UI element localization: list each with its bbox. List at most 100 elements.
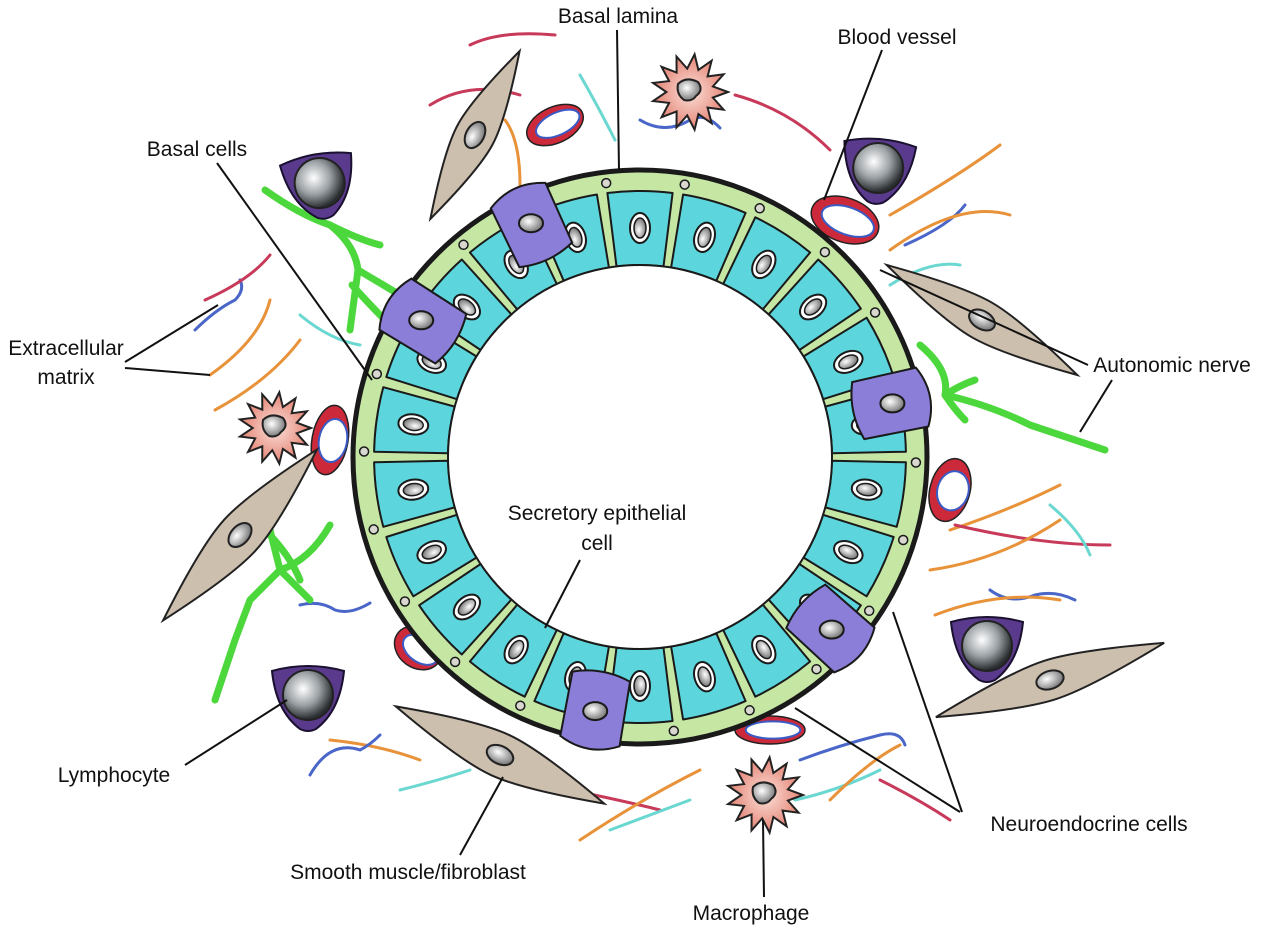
leader-neuroendocrine-b bbox=[794, 707, 961, 813]
ecm-fiber-16 bbox=[953, 523, 1112, 547]
neuroendocrine-cell-nucleus bbox=[408, 310, 435, 331]
ecm-fiber-31 bbox=[878, 778, 952, 822]
basal-cell-nucleus-3 bbox=[811, 663, 822, 675]
leader-lines bbox=[124, 29, 1113, 898]
basal-cell-nucleus-7 bbox=[515, 700, 526, 711]
basal-cell-nucleus-20 bbox=[869, 307, 881, 318]
basal-cell-nucleus-9 bbox=[399, 596, 411, 607]
ecm-fiber-8 bbox=[888, 262, 962, 287]
basal-cell-nucleus-8 bbox=[449, 656, 461, 668]
label-blood-vessel: Blood vessel bbox=[837, 26, 956, 49]
leader-basal-lamina bbox=[616, 29, 620, 171]
ecm-fiber-18 bbox=[928, 518, 1062, 572]
ecm-fiber-13 bbox=[208, 298, 272, 377]
secretory-cell-nucleus bbox=[755, 639, 772, 660]
lymphocyte-nucleus bbox=[852, 142, 905, 195]
fibroblast-nucleus bbox=[463, 120, 487, 150]
lymphocyte-1 bbox=[843, 137, 918, 205]
ecm-fiber-24 bbox=[398, 768, 472, 792]
lymphocytes bbox=[270, 137, 1025, 732]
lymphocyte-2 bbox=[949, 616, 1025, 683]
nerve-segment-6 bbox=[941, 391, 969, 424]
basal-cell-nucleus-0 bbox=[910, 457, 922, 468]
fibroblast-nucleus bbox=[227, 521, 253, 549]
lymphocyte-nucleus bbox=[282, 669, 334, 721]
neuroendocrine-cell-nucleus bbox=[818, 619, 845, 640]
nerve-segment-2 bbox=[354, 266, 404, 299]
gland-acinus bbox=[350, 167, 933, 751]
ecm-fiber-7 bbox=[903, 203, 967, 247]
label-basal-cells: Basal cells bbox=[147, 138, 247, 161]
label-macrophage: Macrophage bbox=[693, 902, 810, 925]
neuroendocrine-cell-nucleus bbox=[518, 213, 544, 234]
secretory-cell-nucleus bbox=[856, 482, 878, 497]
secretory-cell-nucleus bbox=[457, 598, 477, 616]
secretory-epithelial-cell-10 bbox=[373, 459, 456, 528]
ecm-fiber-19 bbox=[988, 588, 1077, 602]
ecm-fiber-14 bbox=[213, 338, 302, 412]
macrophages bbox=[237, 51, 806, 836]
ecm-fiber-1 bbox=[468, 32, 557, 47]
ecm-fiber-22 bbox=[328, 738, 422, 762]
leader-neuroendocrine-a bbox=[892, 611, 963, 813]
neuroendocrine-cell-4 bbox=[559, 669, 632, 751]
fibroblast-nucleus bbox=[1035, 669, 1065, 691]
autonomic-nerves bbox=[211, 186, 1109, 704]
lymphocyte-3 bbox=[270, 665, 346, 732]
neuroendocrine-cell-nucleus bbox=[582, 701, 609, 722]
secretory-cell-nucleus bbox=[633, 675, 647, 697]
basal-cell-nucleus-10 bbox=[368, 524, 379, 535]
ecm-fiber-26 bbox=[578, 768, 702, 842]
leader-ecm-upper bbox=[124, 304, 219, 363]
label-secretory-cell-2: cell bbox=[581, 532, 613, 555]
fibroblast-1 bbox=[883, 263, 1081, 377]
ecm-fiber-12 bbox=[298, 313, 362, 347]
leader-basal-cells bbox=[216, 162, 373, 381]
leader-secretory-cell bbox=[544, 559, 581, 629]
basal-cell-nucleus-5 bbox=[668, 725, 680, 737]
label-basal-lamina: Basal lamina bbox=[558, 5, 679, 28]
macrophage-0 bbox=[650, 51, 731, 133]
neuroendocrine-cell-2 bbox=[850, 366, 933, 441]
secretory-epithelial-cell-18 bbox=[722, 216, 812, 311]
labels: Basal lamina Blood vessel Basal cells Ex… bbox=[8, 5, 1251, 925]
leader-blood-vessel bbox=[823, 49, 883, 201]
label-secretory-cell-1: Secretory epithelial bbox=[508, 502, 687, 525]
ecm-fiber-5 bbox=[733, 93, 832, 152]
secretory-cell-nucleus bbox=[421, 544, 442, 560]
macrophage-2 bbox=[725, 754, 806, 836]
label-autonomic-nerve: Autonomic nerve bbox=[1093, 354, 1251, 377]
basal-cell-nucleus-1 bbox=[897, 534, 909, 546]
secretory-epithelial-cell-16 bbox=[606, 190, 674, 268]
secretory-cell-nucleus bbox=[508, 639, 525, 660]
basal-cell-nucleus-2 bbox=[863, 605, 875, 617]
blood-vessel-lumen bbox=[935, 470, 970, 512]
fibroblast-nucleus bbox=[968, 308, 996, 332]
basal-cell-nucleus-17 bbox=[679, 179, 690, 190]
fibroblast-2 bbox=[160, 446, 320, 624]
label-lymphocyte: Lymphocyte bbox=[58, 764, 170, 787]
neuroendocrine-cell-nucleus bbox=[879, 393, 906, 414]
neuroendocrine-cell-0 bbox=[489, 181, 574, 269]
nerve-segment-5 bbox=[941, 376, 979, 399]
secretory-epithelial-cell-7 bbox=[468, 603, 558, 698]
macrophage-nucleus bbox=[676, 78, 702, 102]
ecm-fiber-6 bbox=[888, 143, 1002, 217]
macrophage-nucleus bbox=[261, 414, 287, 438]
lymphocyte-nucleus bbox=[293, 157, 346, 210]
secretory-epithelial-cell-1 bbox=[802, 513, 895, 598]
secretory-cell-nucleus bbox=[838, 354, 859, 370]
nerve-segment-1 bbox=[326, 221, 384, 249]
blood-vessel-lumen bbox=[744, 720, 802, 740]
blood-vessel-0 bbox=[526, 103, 584, 147]
ecm-fiber-27 bbox=[608, 798, 692, 832]
label-extracellular-matrix-2: matrix bbox=[37, 366, 95, 389]
leader-lymphocyte bbox=[184, 699, 288, 766]
ecm-fiber-20 bbox=[933, 595, 1062, 617]
nerve-segment-9 bbox=[276, 566, 314, 604]
blood-vessel-lumen bbox=[534, 108, 581, 139]
basal-cell-nucleus-16 bbox=[600, 177, 612, 189]
secretory-cell-nucleus bbox=[803, 298, 823, 316]
secretory-epithelial-cell-11 bbox=[373, 386, 456, 455]
